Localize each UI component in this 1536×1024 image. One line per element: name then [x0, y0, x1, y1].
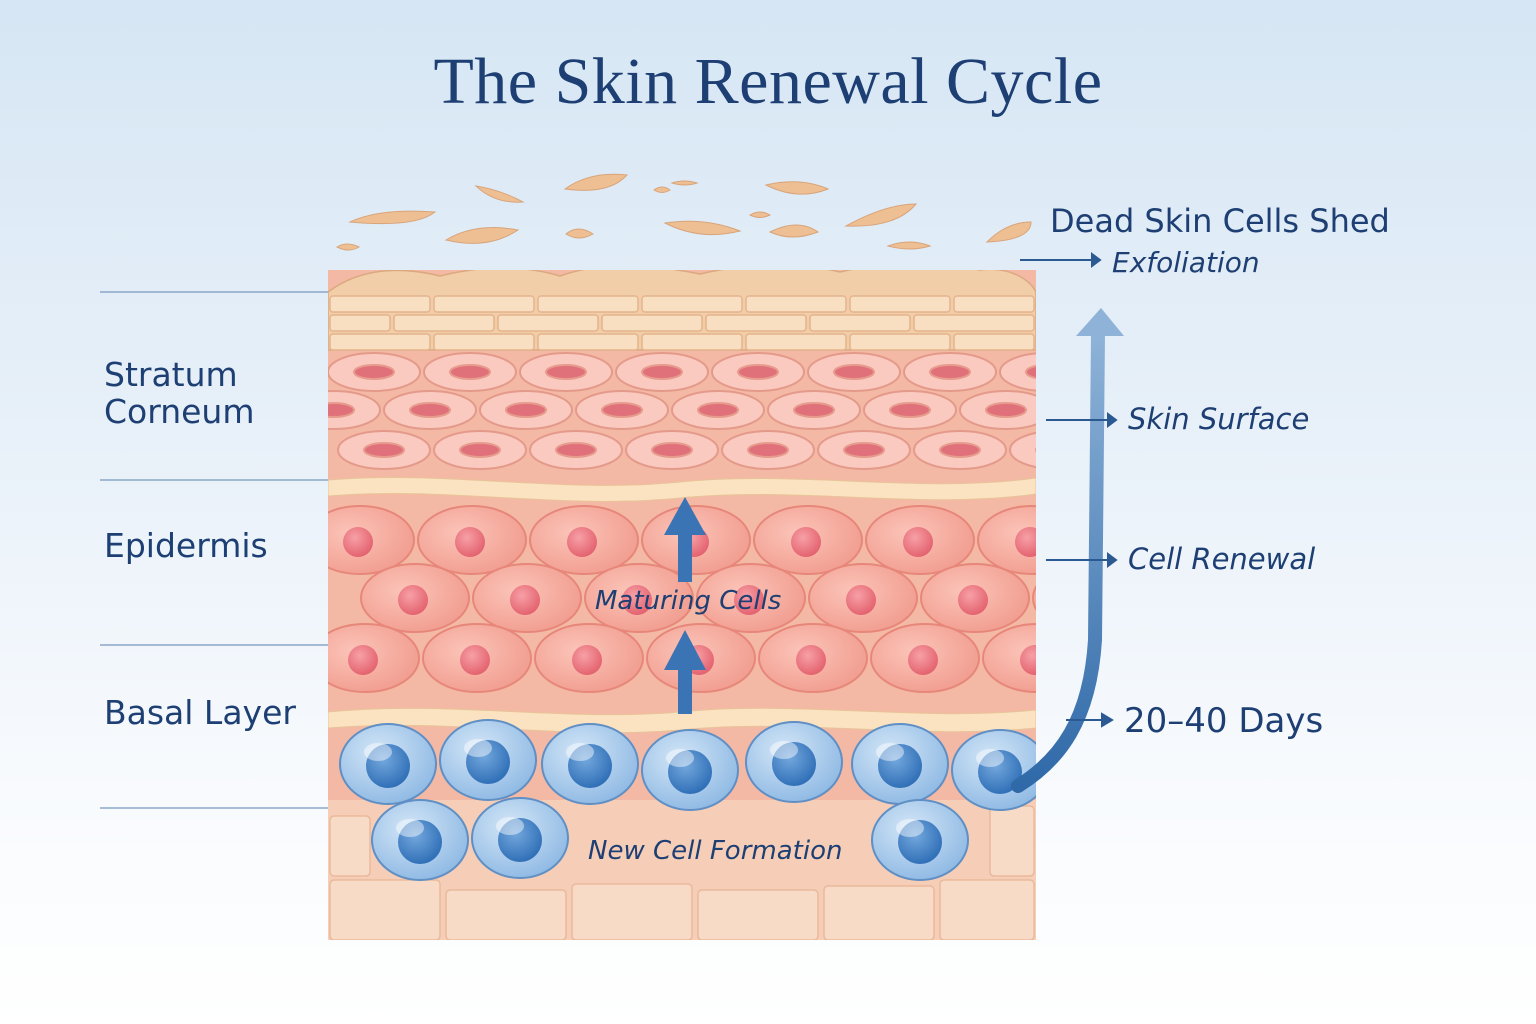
- spinous-nucleus: [510, 585, 540, 615]
- granular-nucleus: [602, 403, 642, 417]
- spinous-cell: [1033, 564, 1141, 632]
- granular-nucleus: [794, 403, 834, 417]
- basal-highlight: [876, 743, 904, 761]
- granular-nucleus: [546, 365, 586, 379]
- spinous-nucleus: [1020, 645, 1050, 675]
- granular-nucleus: [834, 365, 874, 379]
- granular-nucleus: [930, 365, 970, 379]
- spinous-nucleus: [348, 645, 378, 675]
- granular-nucleus: [556, 443, 596, 457]
- granular-nucleus: [940, 443, 980, 457]
- granular-nucleus: [354, 365, 394, 379]
- basal-highlight: [396, 819, 424, 837]
- granular-nucleus: [314, 403, 354, 417]
- basal-highlight: [896, 819, 924, 837]
- spinous-nucleus: [796, 645, 826, 675]
- label-dead-skin-cells: Dead Skin Cells Shed: [1050, 202, 1390, 240]
- granular-nucleus: [748, 443, 788, 457]
- spinous-nucleus: [460, 645, 490, 675]
- label-duration: 20–40 Days: [1124, 701, 1323, 741]
- granular-cell: [1000, 353, 1092, 391]
- label-exfoliation: Exfoliation: [1112, 246, 1260, 279]
- label-maturing-cells: Maturing Cells: [595, 586, 781, 616]
- layer-label-stratum-corneum: Stratum Corneum: [104, 356, 255, 430]
- label-cell-renewal: Cell Renewal: [1128, 542, 1315, 576]
- granular-nucleus: [890, 403, 930, 417]
- stratum-line-1: Stratum: [104, 356, 255, 393]
- stratum-line-2: Corneum: [104, 393, 255, 430]
- basal-highlight: [976, 749, 1004, 767]
- basal-highlight: [364, 743, 392, 761]
- basal-highlight: [496, 817, 524, 835]
- basal-highlight: [464, 739, 492, 757]
- granular-nucleus: [460, 443, 500, 457]
- granular-nucleus: [410, 403, 450, 417]
- spinous-nucleus: [846, 585, 876, 615]
- spinous-nucleus: [958, 585, 988, 615]
- layer-label-basal: Basal Layer: [104, 694, 296, 731]
- label-skin-surface: Skin Surface: [1128, 402, 1309, 436]
- shedding-flakes: [337, 174, 1031, 250]
- granular-nucleus: [844, 443, 884, 457]
- spinous-nucleus: [567, 527, 597, 557]
- basal-highlight: [566, 743, 594, 761]
- renewal-arrowhead: [1076, 308, 1124, 336]
- granular-nucleus: [364, 443, 404, 457]
- granular-nucleus: [506, 403, 546, 417]
- granular-nucleus: [1026, 365, 1066, 379]
- spinous-nucleus: [908, 645, 938, 675]
- granular-nucleus: [1036, 443, 1076, 457]
- granular-layer: [288, 353, 1148, 469]
- granular-nucleus: [652, 443, 692, 457]
- granular-nucleus: [642, 365, 682, 379]
- spinous-nucleus: [455, 527, 485, 557]
- spinous-cell: [983, 624, 1091, 692]
- spinous-nucleus: [343, 527, 373, 557]
- spinous-nucleus: [572, 645, 602, 675]
- page-title: The Skin Renewal Cycle: [0, 44, 1536, 120]
- granular-nucleus: [450, 365, 490, 379]
- spinous-nucleus: [903, 527, 933, 557]
- granular-nucleus: [738, 365, 778, 379]
- granular-nucleus: [698, 403, 738, 417]
- granular-cell: [1010, 431, 1102, 469]
- basal-highlight: [770, 741, 798, 759]
- spinous-nucleus: [398, 585, 428, 615]
- granular-nucleus: [986, 403, 1026, 417]
- spinous-nucleus: [1015, 527, 1045, 557]
- spinous-nucleus: [791, 527, 821, 557]
- basal-highlight: [666, 749, 694, 767]
- label-new-cell-formation: New Cell Formation: [588, 836, 842, 866]
- layer-label-epidermis: Epidermis: [104, 527, 268, 564]
